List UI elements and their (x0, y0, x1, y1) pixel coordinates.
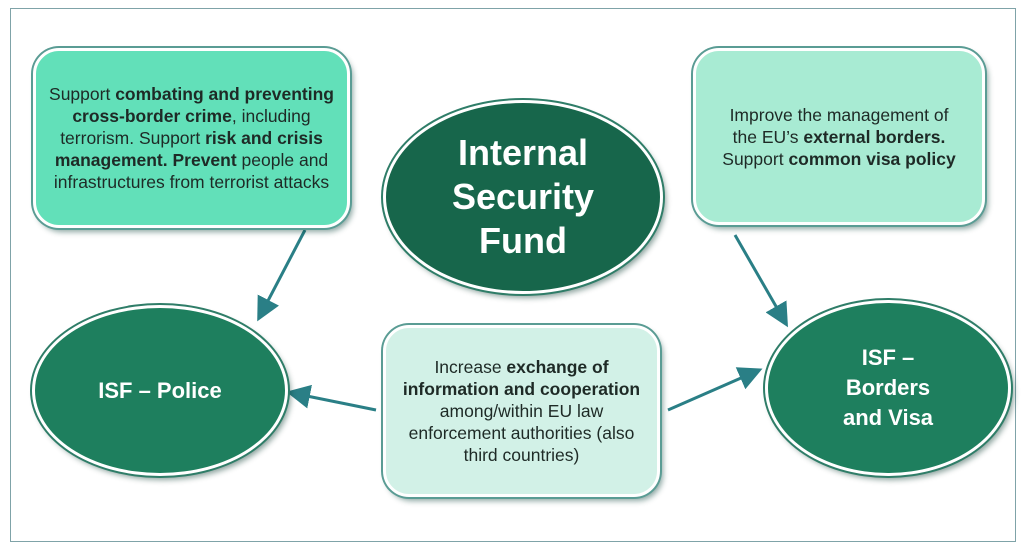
b2-text: Improve the management of the EU’s exter… (716, 104, 962, 170)
bold-text-segment: combating and preventing cross-border cr… (72, 84, 334, 126)
title-line-1: Internal (457, 132, 588, 173)
isf-police-label: ISF – Police (98, 377, 222, 403)
text-segment: among/within EU law enforcement authorit… (408, 401, 635, 465)
borders-line-1: ISF – (861, 345, 915, 370)
bold-text-segment: exchange of information and cooperation (402, 357, 641, 399)
isf-borders-node: ISF – Borders and Visa (765, 300, 1011, 476)
b1-text: Support combating and preventing cross-b… (48, 83, 335, 193)
borders-line-2: Borders (845, 375, 931, 400)
arrow-to-police (257, 229, 307, 322)
isf-police-node: ISF – Police (32, 305, 288, 476)
diagram-frame (10, 8, 1016, 542)
text-segment: Improve the management of the EU’s (729, 104, 949, 147)
bold-text-segment: external borders. (803, 126, 946, 147)
text-segment: , including terrorism. Support (60, 106, 311, 148)
police-objectives-box: Support combating and preventing cross-b… (33, 48, 350, 228)
title-line-2: Security (451, 176, 595, 217)
arrow-center-to-police (286, 384, 377, 412)
text-segment: people and infrastructures from terroris… (53, 150, 330, 192)
cooperation-box: Increase exchange of information and coo… (383, 325, 660, 497)
b3-text: Increase exchange of information and coo… (398, 356, 645, 466)
borders-line-3: and Visa (842, 405, 934, 430)
bold-text-segment: common visa policy (788, 148, 956, 169)
text-segment: Increase (434, 357, 507, 377)
text-segment: Support (49, 84, 116, 104)
bold-text-segment: risk and crisis management. Prevent (54, 128, 323, 170)
arrow-to-borders (733, 234, 788, 328)
title-line-3: Fund (479, 220, 567, 261)
arrow-center-to-borders (667, 367, 763, 412)
borders-objectives-box: Improve the management of the EU’s exter… (693, 48, 985, 225)
text-segment: Support (722, 148, 789, 169)
